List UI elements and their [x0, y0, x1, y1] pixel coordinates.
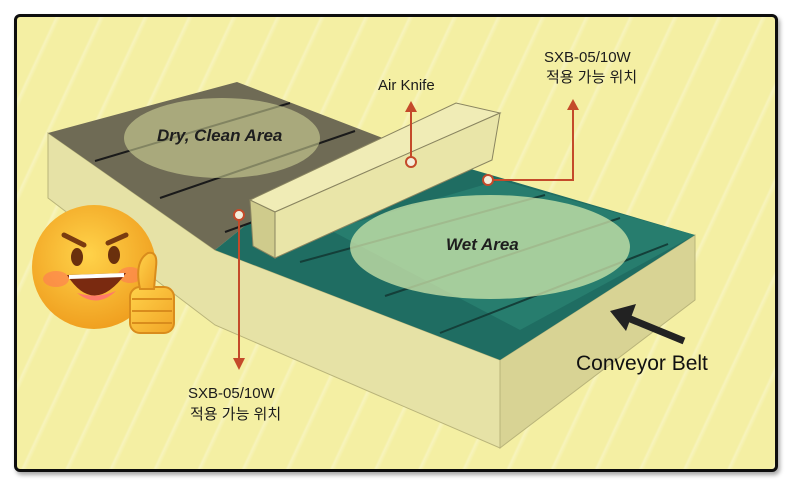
dry-area-oval — [124, 98, 320, 178]
sxb-top-pointer-arrow-icon — [567, 99, 579, 110]
wet-area-oval — [350, 195, 630, 299]
sxb-bottom-pointer-arrow-icon — [233, 358, 245, 370]
air-knife-point — [405, 156, 417, 168]
dry-area-label: Dry, Clean Area — [157, 126, 283, 145]
sxb-bottom-desc-label: 적용 가능 위치 — [190, 406, 282, 423]
thumbs-up-emoji-icon — [32, 205, 175, 334]
sxb-bottom-model-label: SXB-05/10W — [188, 385, 275, 402]
air-knife-pointer-arrow-icon — [405, 101, 417, 112]
sxb-top-model-label: SXB-05/10W — [544, 49, 631, 66]
air-knife-label: Air Knife — [378, 77, 435, 94]
sxb-top-pointer-line — [488, 108, 574, 181]
sxb-bottom-point — [233, 209, 245, 221]
wet-area-label: Wet Area — [446, 235, 519, 254]
sxb-top-point — [482, 174, 494, 186]
air-knife-front — [274, 112, 501, 259]
conveyor-belt-label: Conveyor Belt — [576, 352, 708, 375]
conveyor-direction-arrow-icon — [610, 304, 686, 345]
sxb-top-desc-label: 적용 가능 위치 — [546, 69, 638, 86]
